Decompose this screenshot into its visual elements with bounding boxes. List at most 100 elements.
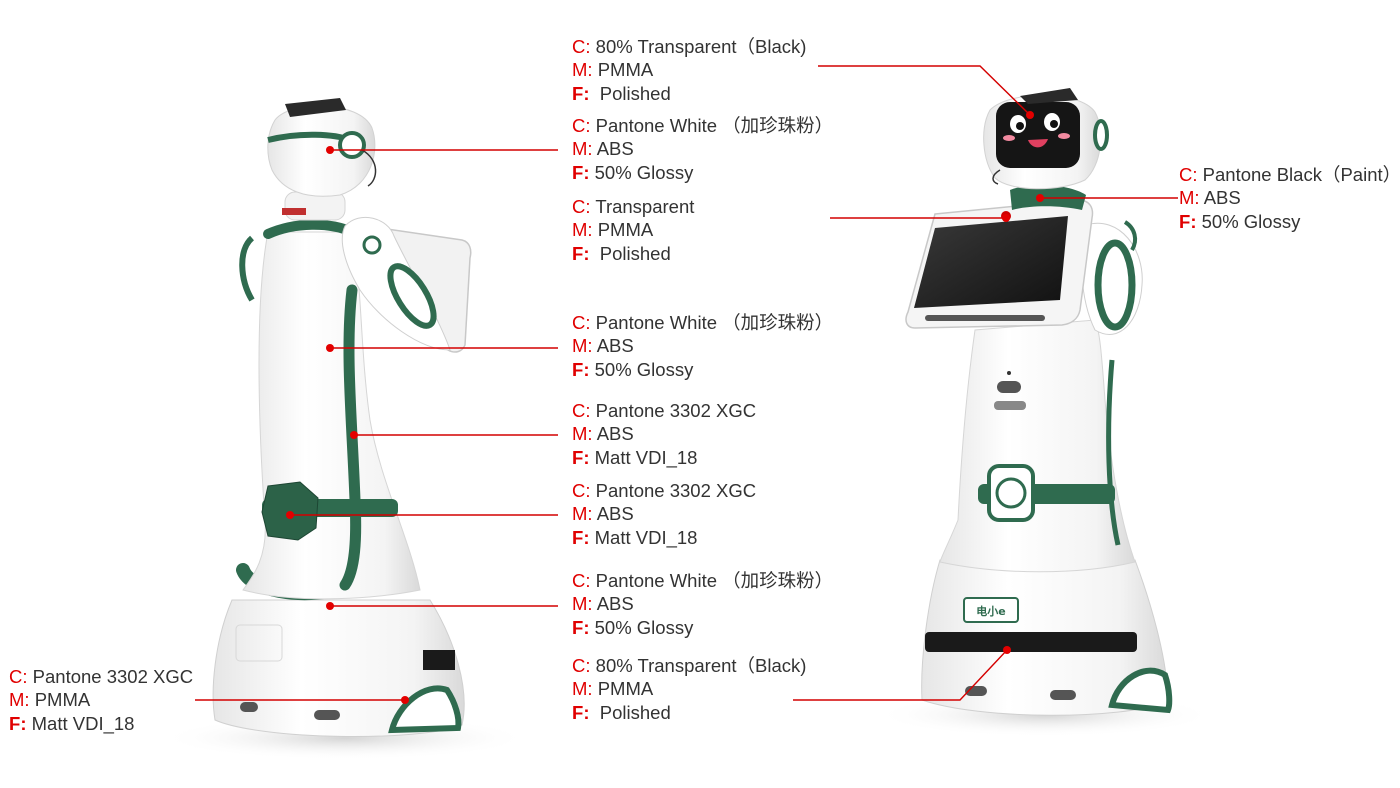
- spec-separator: :: [22, 666, 33, 687]
- spec-key-f: F: [1179, 210, 1191, 232]
- robot-left-base-light: [423, 650, 455, 670]
- spec-key-m: M: [1179, 187, 1195, 209]
- spec-key-f: F: [572, 358, 584, 380]
- leader-dot-right-base-light: [1003, 646, 1011, 654]
- spec-separator: :: [585, 196, 596, 217]
- spec-value: Matt VDI_18: [594, 526, 698, 548]
- spec-separator: :: [585, 400, 596, 421]
- spec-separator: :: [587, 593, 597, 615]
- spec-line-c: C: Pantone 3302 XGC: [572, 399, 756, 422]
- spec-key-c: C: [1179, 164, 1193, 185]
- spec-line-c: C: Pantone Black（Paint）: [1179, 163, 1400, 186]
- spec-key-m: M: [572, 335, 588, 357]
- spec-separator: :: [20, 712, 32, 734]
- spec-separator: :: [585, 570, 596, 591]
- spec-key-f: F: [572, 446, 584, 468]
- robot-left-bumper: [388, 685, 462, 734]
- robot-right-arm-ring: [1094, 239, 1136, 331]
- spec-value: ABS: [1203, 187, 1241, 209]
- spec-value: Pantone 3302 XGC: [595, 480, 757, 501]
- spec-value: Transparent: [595, 196, 695, 217]
- robot-right-mouth: [1028, 139, 1048, 148]
- leader-dot-left-head-shell: [326, 146, 334, 154]
- robot-left-arm-ring: [387, 263, 437, 329]
- spec-value: Pantone White （加珍珠粉）: [595, 115, 834, 136]
- spec-separator: :: [587, 423, 597, 445]
- spec-value: 50% Glossy: [1201, 210, 1301, 232]
- spec-line-f: F: 50% Glossy: [572, 616, 833, 639]
- spec-value: 80% Transparent（Black): [595, 655, 807, 676]
- spec-value: 50% Glossy: [594, 161, 694, 183]
- leader-dot-left-waist-belt: [286, 511, 294, 519]
- robot-right-cheek-right: [1058, 133, 1070, 139]
- robot-right-tablet-speaker: [925, 315, 1045, 321]
- robot-right-front-button: [997, 381, 1021, 393]
- spec-separator: :: [587, 138, 597, 160]
- spec-key-f: F: [9, 712, 21, 734]
- spec-line-f: F: Polished: [572, 701, 806, 724]
- robot-left-green-stripe: [339, 284, 362, 591]
- spec-key-c: C: [572, 570, 586, 591]
- leader-right-base-light: [793, 649, 1008, 701]
- spec-line-c: C: Pantone White （加珍珠粉）: [572, 114, 833, 137]
- spec-key-c: C: [572, 480, 586, 501]
- spec-key-c: C: [9, 666, 23, 687]
- spec-key-m: M: [572, 138, 588, 160]
- spec-line-m: M: PMMA: [9, 688, 193, 711]
- spec-separator: :: [585, 480, 596, 501]
- spec-value: 50% Glossy: [594, 358, 694, 380]
- leader-lines: [195, 65, 1178, 704]
- spec-separator: :: [583, 616, 595, 638]
- robot-right-sensor-2: [1050, 690, 1076, 700]
- spec-value: Pantone White （加珍珠粉）: [595, 570, 834, 591]
- robot-left-back-edge: [239, 235, 255, 302]
- spec-separator: :: [587, 219, 598, 241]
- robot-right-top-visor: [1020, 88, 1078, 104]
- spec-value: ABS: [596, 138, 634, 160]
- spec-line-c: C: Pantone White （加珍珠粉）: [572, 569, 833, 592]
- robot-right-tablet-screen: [914, 216, 1068, 308]
- spec-separator: :: [583, 242, 600, 264]
- robot-left-sensor-1: [240, 702, 258, 712]
- spec-line-m: M: ABS: [572, 334, 833, 357]
- spec-separator: :: [587, 59, 598, 81]
- spec-line-f: F: Matt VDI_18: [9, 712, 193, 735]
- spec-line-f: F: 50% Glossy: [1179, 210, 1400, 233]
- robot-right-badge: [963, 597, 1019, 623]
- spec-line-f: F: Matt VDI_18: [572, 446, 756, 469]
- robot-left-mic-wire: [361, 149, 377, 187]
- spec-separator: :: [587, 678, 598, 700]
- spec-value: Pantone 3302 XGC: [32, 666, 194, 687]
- spec-value: ABS: [596, 593, 634, 615]
- robot-left-shoulder-joint: [362, 235, 382, 255]
- spec-line-m: M: ABS: [572, 422, 756, 445]
- spec-key-c: C: [572, 312, 586, 333]
- spec-key-m: M: [9, 689, 25, 711]
- spec-line-m: M: ABS: [572, 592, 833, 615]
- spec-line-m: M: PMMA: [572, 218, 694, 241]
- spec-value: PMMA: [597, 219, 654, 241]
- spec-separator: :: [1190, 210, 1202, 232]
- spec-value: Polished: [599, 242, 671, 264]
- spec-key-f: F: [572, 616, 584, 638]
- spec-line-c: C: Pantone 3302 XGC: [572, 479, 756, 502]
- leader-dot-left-bumper: [401, 696, 409, 704]
- robot-right-pupil-left: [1016, 122, 1024, 130]
- spec-value: ABS: [596, 335, 634, 357]
- spec-line-c: C: Transparent: [572, 195, 694, 218]
- spec-separator: :: [1192, 164, 1203, 185]
- robot-right-cheek-left: [1003, 135, 1015, 141]
- spec-separator: :: [585, 655, 596, 676]
- spec-separator: :: [583, 358, 595, 380]
- spec-key-c: C: [572, 115, 586, 136]
- robot-right-ear: [1093, 119, 1109, 151]
- robot-right-side-stripe: [1106, 359, 1121, 546]
- spec-line-c: C: Pantone 3302 XGC: [9, 665, 193, 688]
- spec-separator: :: [585, 36, 596, 57]
- spec-key-m: M: [572, 503, 588, 525]
